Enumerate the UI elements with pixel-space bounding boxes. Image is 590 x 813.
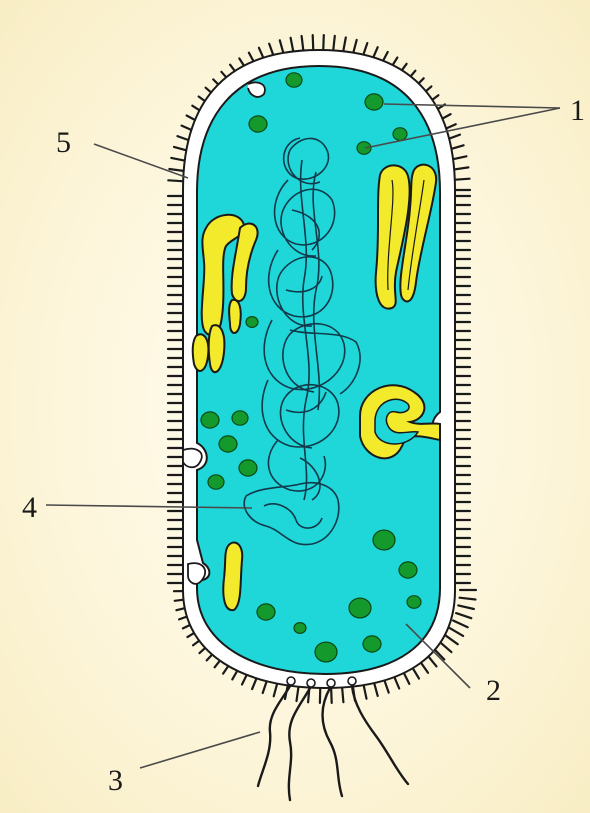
membrane-notch-middle: [183, 449, 202, 468]
granule: [393, 128, 407, 141]
granule: [294, 623, 306, 634]
granule: [373, 530, 395, 550]
label-4: 4: [22, 491, 37, 524]
granule: [246, 317, 258, 328]
cilium: [331, 687, 332, 703]
label-5: 5: [56, 126, 71, 159]
granule: [349, 598, 371, 618]
flagella: [258, 686, 408, 800]
label-3: 3: [108, 764, 123, 797]
cilium: [453, 621, 468, 628]
granule: [286, 73, 302, 87]
cilium: [168, 180, 184, 181]
granule: [315, 642, 337, 662]
cilium: [333, 36, 335, 52]
granule: [232, 411, 248, 425]
cilium: [323, 35, 324, 51]
granule: [219, 436, 237, 452]
label-2: 2: [486, 674, 501, 707]
cilium: [449, 628, 463, 636]
cilium: [460, 598, 476, 600]
cilium: [456, 613, 471, 618]
granule: [399, 562, 417, 578]
cilium: [342, 686, 343, 702]
granule: [208, 475, 224, 489]
granule: [407, 596, 421, 609]
granule: [249, 116, 267, 132]
cilium: [445, 635, 458, 644]
granule: [239, 460, 257, 476]
cilium: [458, 605, 474, 609]
cilium: [313, 35, 314, 51]
label-1: 1: [570, 94, 585, 127]
granule: [365, 94, 383, 110]
granule: [257, 604, 275, 620]
granule: [363, 636, 381, 652]
granule: [201, 412, 219, 428]
cilium: [454, 179, 470, 180]
